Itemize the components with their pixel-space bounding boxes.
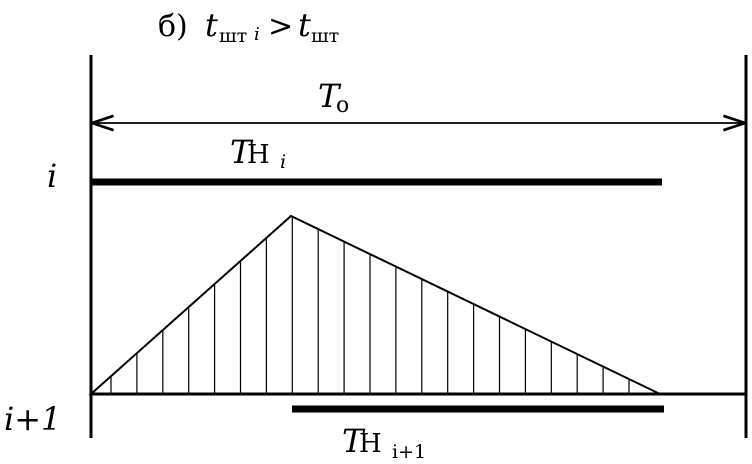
title-label: б) (158, 9, 188, 44)
row-top-bar-sub-letter: Н (247, 140, 270, 170)
row-bottom-bar-sub-index: i+1 (392, 441, 426, 463)
title-sub-right: шт (311, 25, 339, 47)
title-t-right: t (298, 6, 311, 44)
period-subscript: о (336, 93, 349, 118)
row-top-bar-sub-index: i (280, 151, 286, 173)
title-t-left: t (205, 6, 218, 44)
title-sub-left: шт (219, 25, 247, 47)
row-top-label: i (47, 157, 57, 195)
stock-triangle (88, 214, 661, 395)
stock-triangle-hatching (110, 216, 656, 394)
row-bottom-bar-symbol: T (342, 422, 366, 460)
title-operator: > (268, 9, 293, 44)
row-bottom-label-i: i+1 (4, 400, 61, 438)
row-top-bar-symbol: T (230, 133, 254, 171)
title-sub-left-index: i (254, 24, 260, 45)
row-bottom-bar-sub-letter: Н (359, 429, 382, 459)
period-symbol: T (318, 77, 342, 115)
